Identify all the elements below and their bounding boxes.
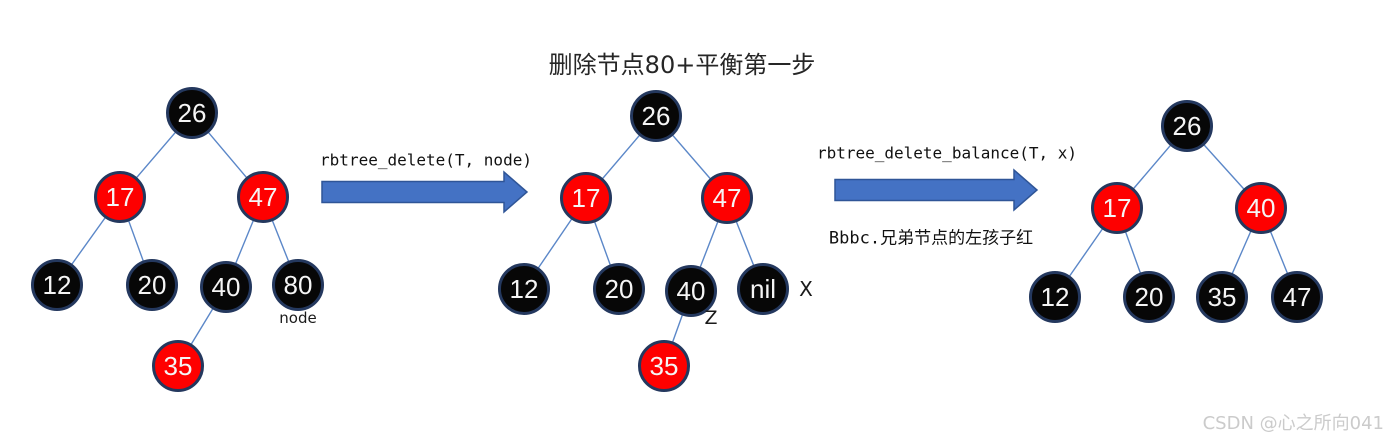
tree-node-after-delete-40: 40 (665, 265, 717, 317)
tree-node-after-balance-35: 35 (1196, 271, 1248, 323)
arrow-2-case-label: Bbbc.兄弟节点的左孩子红 (828, 228, 1034, 249)
tree-node-before-delete-26: 26 (166, 87, 218, 139)
watermark: CSDN @心之所向041 (1202, 413, 1384, 434)
tree-node-after-delete-35: 35 (638, 340, 690, 392)
tree-node-before-delete-47: 47 (237, 171, 289, 223)
tree-node-after-delete-47: 47 (701, 172, 753, 224)
tree-node-before-delete-35: 35 (152, 340, 204, 392)
tree-node-before-delete-80: 80 (272, 259, 324, 311)
tree-node-after-delete-26: 26 (630, 90, 682, 142)
tree-node-after-balance-17: 17 (1091, 182, 1143, 234)
arrow-1-code-label: rbtree_delete(T, node) (320, 150, 532, 170)
tree-node-after-delete-20: 20 (593, 263, 645, 315)
tree-node-after-delete-nil: nil (737, 263, 789, 315)
tree-node-before-delete-40: 40 (200, 261, 252, 313)
node-annotation-node: node (279, 309, 317, 327)
tree-node-after-balance-12: 12 (1029, 271, 1081, 323)
tree-node-before-delete-20: 20 (126, 259, 178, 311)
tree-node-after-balance-40: 40 (1235, 182, 1287, 234)
tree-node-after-delete-17: 17 (560, 172, 612, 224)
tree-node-before-delete-12: 12 (31, 259, 83, 311)
tree-node-after-delete-12: 12 (498, 263, 550, 315)
flow-arrow-1 (321, 170, 529, 214)
flow-arrow-2 (834, 168, 1039, 212)
node-annotation-X: X (799, 277, 813, 301)
tree-node-after-balance-47: 47 (1271, 271, 1323, 323)
tree-node-after-balance-26: 26 (1161, 100, 1213, 152)
tree-node-before-delete-17: 17 (94, 171, 146, 223)
diagram-title: 删除节点80+平衡第一步 (548, 51, 816, 79)
tree-node-after-balance-20: 20 (1123, 271, 1175, 323)
node-annotation-Z: Z (704, 307, 718, 329)
arrow-2-code-label: rbtree_delete_balance(T, x) (816, 143, 1078, 163)
